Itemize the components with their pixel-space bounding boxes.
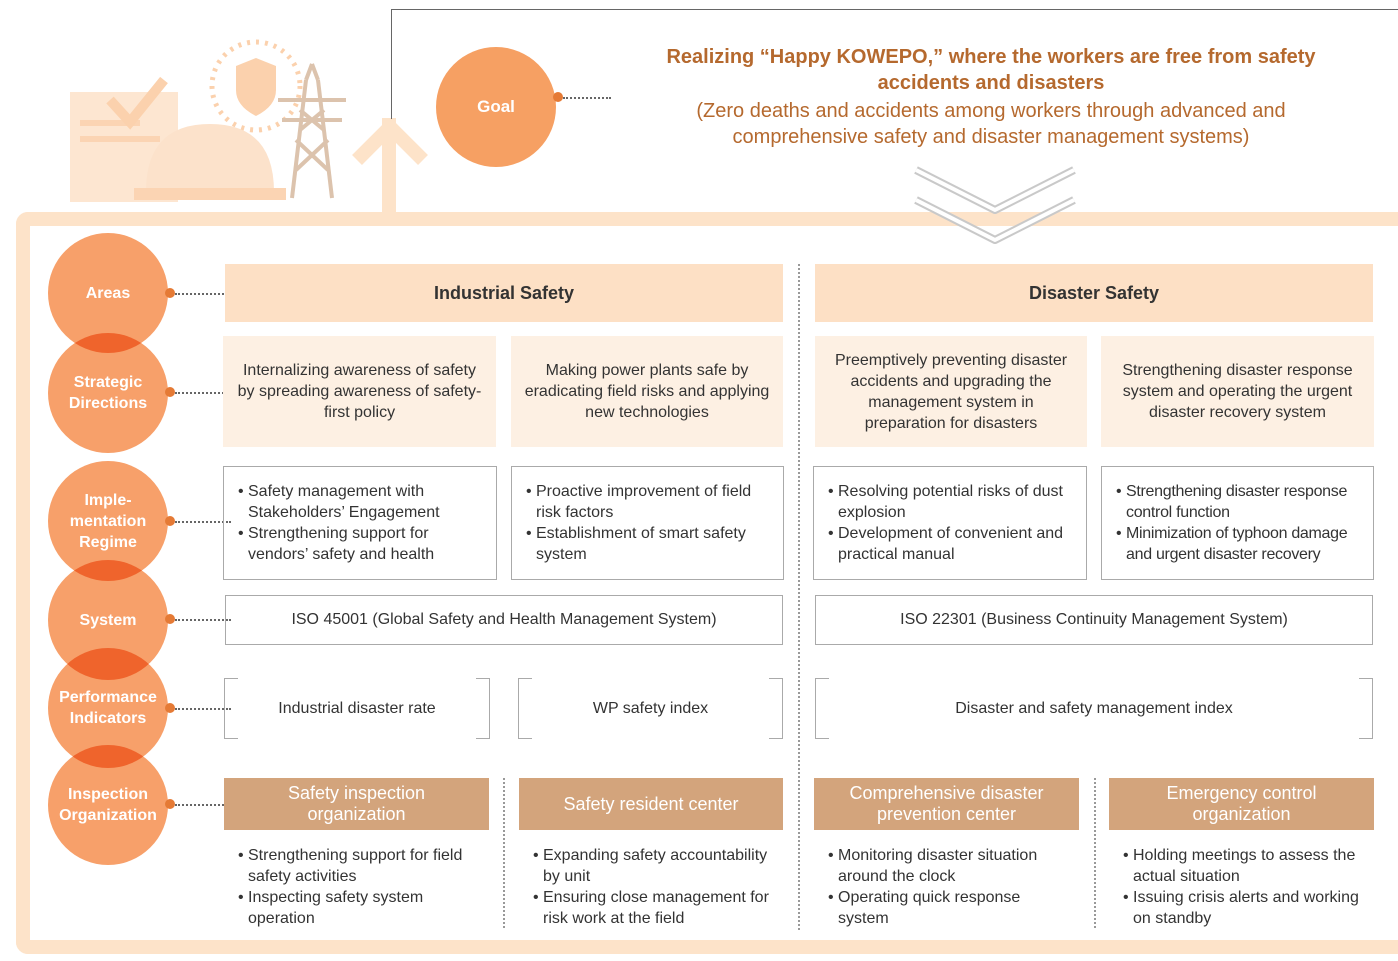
row-connector-dot	[165, 799, 175, 809]
implementation-box: Resolving potential risks of dust explos…	[813, 466, 1087, 580]
inspection-title: Safety inspection organization	[224, 778, 489, 830]
frame-stem	[382, 118, 396, 226]
list-item: Strengthening support for field safety a…	[238, 845, 478, 887]
row-connector-dot	[165, 703, 175, 713]
power-tower-icon	[278, 63, 346, 199]
goal-dotted-line	[563, 97, 611, 99]
list-item: Safety management with Stakeholders’ Eng…	[238, 481, 484, 523]
inspection-items: Strengthening support for field safety a…	[238, 845, 478, 929]
direction-box: Internalizing awareness of safety by spr…	[223, 336, 496, 447]
inspection-items: Expanding safety accountability by unitE…	[533, 845, 773, 929]
inspection-title: Safety resident center	[519, 778, 783, 830]
inspection-items: Holding meetings to assess the actual si…	[1123, 845, 1363, 929]
system-industrial: ISO 45001 (Global Safety and Health Mana…	[225, 595, 783, 645]
direction-box: Making power plants safe by eradicating …	[511, 336, 783, 447]
row-connector-dot	[165, 387, 175, 397]
list-item: Inspecting safety system operation	[238, 887, 478, 929]
row-dotted-line	[175, 708, 231, 710]
list-item: Expanding safety accountability by unit	[533, 845, 773, 887]
column-divider	[798, 264, 800, 930]
row-connector-dot	[165, 288, 175, 298]
goal-connector-dot	[553, 92, 563, 102]
list-item: Resolving potential risks of dust explos…	[828, 481, 1074, 523]
goal-subtitle: (Zero deaths and accidents among workers…	[696, 100, 1286, 148]
row-dotted-line	[175, 619, 231, 621]
inspection-divider	[1094, 778, 1096, 928]
bracket-right	[1359, 678, 1373, 739]
row-dotted-line	[175, 293, 231, 295]
chevron-down-icon	[914, 166, 1076, 244]
row-dotted-line	[175, 392, 231, 394]
bracket-right	[476, 678, 490, 739]
row-label-inspection-organization: Inspection Organization	[48, 745, 168, 865]
inspection-items: Monitoring disaster situation around the…	[828, 845, 1068, 929]
up-arrow-icon	[352, 120, 428, 165]
row-dotted-line	[175, 804, 231, 806]
list-item: Strengthening support for vendors’ safet…	[238, 523, 484, 565]
row-label-strategic-directions: Strategic Directions	[48, 333, 168, 453]
direction-box: Preemptively preventing disaster acciden…	[815, 336, 1087, 447]
bracket-left	[815, 678, 829, 739]
inspection-title: Comprehensive disaster prevention center	[814, 778, 1079, 830]
goal-label: Goal	[477, 97, 515, 116]
helmet-icon	[134, 124, 286, 200]
goal-connector-line	[391, 9, 1398, 119]
system-disaster: ISO 22301 (Business Continuity Managemen…	[815, 595, 1373, 645]
list-item: Minimization of typhoon damage and urgen…	[1116, 523, 1361, 565]
inspection-title: Emergency control organization	[1109, 778, 1374, 830]
area-disaster-safety: Disaster Safety	[815, 264, 1373, 322]
list-item: Development of convenient and practical …	[828, 523, 1074, 565]
list-item: Ensuring close management for risk work …	[533, 887, 773, 929]
implementation-box: Proactive improvement of field risk fact…	[511, 466, 784, 580]
list-item: Holding meetings to assess the actual si…	[1123, 845, 1363, 887]
list-item: Establishment of smart safety system	[526, 523, 771, 565]
list-item: Issuing crisis alerts and working on sta…	[1123, 887, 1363, 929]
indicator-wp-safety-index: WP safety index	[592, 699, 709, 717]
bracket-left	[518, 678, 532, 739]
bracket-left	[224, 678, 238, 739]
row-dotted-line	[175, 521, 231, 523]
list-item: Monitoring disaster situation around the…	[828, 845, 1068, 887]
indicator-disaster-safety-index: Disaster and safety management index	[955, 699, 1233, 717]
list-item: Proactive improvement of field risk fact…	[526, 481, 771, 523]
direction-box: Strengthening disaster response system a…	[1101, 336, 1374, 447]
goal-title: Realizing “Happy KOWEPO,” where the work…	[666, 46, 1316, 94]
indicator-industrial-disaster-rate: Industrial disaster rate	[278, 699, 436, 717]
goal-circle: Goal	[436, 47, 556, 167]
frame-border	[16, 212, 1398, 954]
shield-icon	[209, 39, 303, 133]
row-connector-dot	[165, 614, 175, 624]
list-item: Operating quick response system	[828, 887, 1068, 929]
implementation-box: Safety management with Stakeholders’ Eng…	[223, 466, 497, 580]
safety-illustration	[70, 39, 346, 202]
inspection-divider	[503, 778, 505, 928]
area-industrial-safety: Industrial Safety	[225, 264, 783, 322]
row-connector-dot	[165, 516, 175, 526]
list-item: Strengthening disaster response control …	[1116, 481, 1361, 523]
implementation-box: Strengthening disaster response control …	[1101, 466, 1374, 580]
bracket-right	[769, 678, 783, 739]
